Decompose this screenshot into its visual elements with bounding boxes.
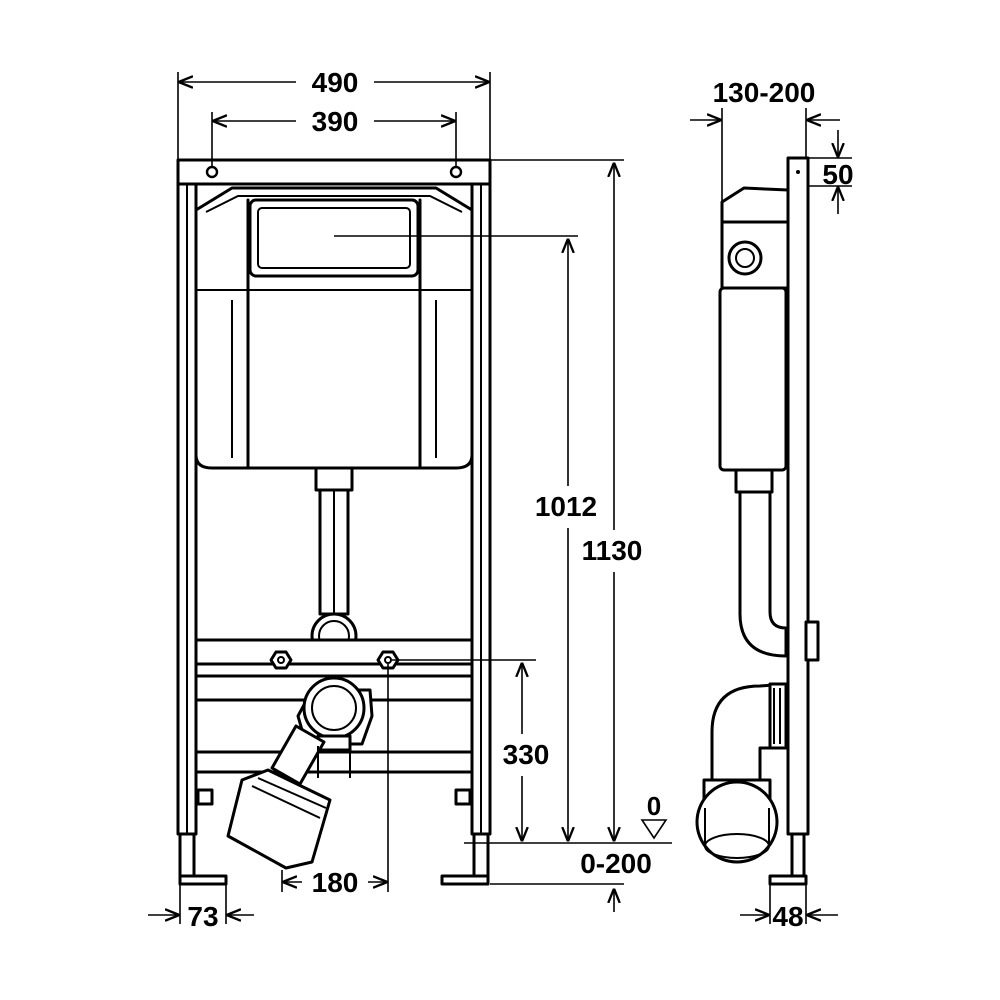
label-total-height: 1130 (582, 535, 643, 566)
label-foot-width: 73 (187, 901, 218, 932)
fixing-hole-left (205, 165, 219, 179)
label-drain-height: 330 (503, 739, 550, 770)
mounting-bolt-left (269, 650, 293, 670)
side-valve-housing (720, 186, 790, 290)
drain-elbow (226, 768, 332, 870)
drain-connection (226, 676, 374, 870)
actuator-opening (248, 198, 420, 278)
right-upright (470, 182, 492, 836)
foot-left (178, 788, 228, 886)
fixing-hole-right (449, 165, 463, 179)
cross-rail-lower (194, 750, 474, 774)
side-upright (786, 156, 810, 836)
side-foot (768, 832, 808, 886)
left-upright (176, 182, 198, 836)
foot-right (440, 788, 490, 886)
label-drain-offset: 180 (312, 867, 359, 898)
label-height-to-actuator: 1012 (535, 491, 597, 522)
label-top-offset: 50 (822, 159, 853, 190)
label-floor-level: 0 (647, 791, 661, 821)
label-side-foot-width: 48 (772, 901, 803, 932)
label-fixing-spacing: 390 (312, 106, 359, 137)
label-depth-adjust: 130-200 (713, 77, 816, 108)
front-view (176, 158, 492, 886)
side-flush-pipe (734, 468, 820, 662)
side-cistern (718, 286, 788, 472)
side-view (695, 156, 820, 886)
side-drain-outlet (695, 780, 779, 864)
cistern (194, 186, 474, 470)
label-height-adjust: 0-200 (580, 848, 652, 879)
flush-pipe (310, 466, 358, 660)
label-frame-width: 490 (312, 67, 359, 98)
dimension-lines (148, 72, 852, 924)
top-rail (176, 158, 492, 186)
side-drain-elbow (695, 682, 788, 864)
dimension-labels: 490 390 1012 1130 330 180 73 130-200 50 … (187, 67, 853, 932)
